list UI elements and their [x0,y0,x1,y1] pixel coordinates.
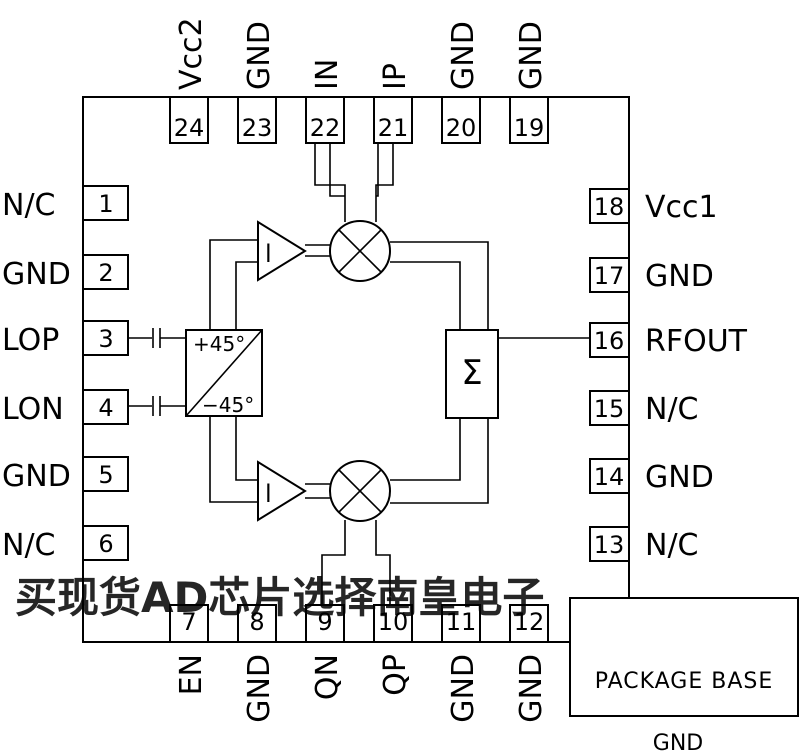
package-base-ground: GND [653,731,703,756]
pin-label: GND [242,21,277,90]
pin-number: 7 [181,608,196,636]
pin-18: 18 Vcc1 [589,188,718,225]
pin-19: 19 GND [509,21,549,144]
pin-label: QN [310,654,345,700]
pin-label: GND [514,654,549,723]
pin-number: 5 [98,461,113,489]
bottom-mixer [329,460,391,522]
pin-9: 9QN [305,604,345,700]
pin-4: 4 LON [2,389,129,427]
pin-label: GND [514,21,549,90]
package-base: PACKAGE BASE GND [569,597,799,756]
pin-number: 4 [98,394,113,422]
pin-number: 11 [446,608,477,636]
pin-label: GND [446,21,481,90]
top-amplifier: l [257,220,307,282]
pin-number: 3 [98,325,113,353]
phase-splitter: +45° −45° [185,329,263,417]
pin-label: IN [310,59,345,90]
pin-label: GND [242,654,277,723]
pin-number: 21 [378,114,409,142]
pin-number: 19 [514,114,545,142]
pin-label: GND [446,654,481,723]
pin-17: 17 GND [589,257,714,294]
pin-label: QP [378,654,413,696]
pin-number: 1 [98,190,113,218]
pin-number: 20 [446,114,477,142]
pin-23: 23 GND [237,21,277,144]
bottom-amplifier: l [257,460,307,522]
pin-13: 13 N/C [589,526,699,563]
pin-number: 24 [174,114,205,142]
pin-number: 2 [98,259,113,287]
svg-text:l: l [265,480,272,508]
pin-label: Vcc1 [645,190,718,225]
pin-2: 2 GND [2,254,129,292]
package-base-label: PACKAGE BASE [595,669,774,694]
pin-14: 14 GND [589,458,714,495]
pin-20: 20 GND [441,21,481,144]
pin-number: 16 [594,327,625,355]
pin-label: LOP [2,323,59,358]
pin-6: 6 N/C [2,525,129,563]
phase-plus-label: +45° [193,332,245,356]
watermark: 买现货AD芯片选择南皇电子 [15,573,544,622]
chip-outline [82,96,630,643]
svg-text:l: l [265,240,272,268]
pin-label: N/C [645,528,699,563]
pin-16: 16 RFOUT [589,322,748,359]
pin-label: GND [2,459,71,494]
pin-7: 7EN [169,604,209,695]
top-mixer [329,220,391,282]
pin-24: 24 Vcc2 [169,17,209,144]
pin-number: 14 [594,463,625,491]
pin-number: 15 [594,395,625,423]
internal-wiring [128,143,590,605]
pin-label: N/C [2,528,56,563]
pin-22: 22 IN [305,59,345,144]
pin-number: 9 [317,608,332,636]
pin-number: 18 [594,193,625,221]
pin-label: LON [2,392,64,427]
top-pins: 24 Vcc2 23 GND 22 IN 21 IP 20 GND 19 GND [169,17,549,144]
pin-number: 8 [249,608,264,636]
pin-number: 13 [594,531,625,559]
pin-label: EN [174,654,209,695]
pin-number: 10 [378,608,409,636]
pin-number: 23 [242,114,273,142]
pin-number: 6 [98,530,113,558]
pin-number: 17 [594,262,625,290]
summer-block: Σ [445,329,499,419]
phase-minus-label: −45° [202,393,254,417]
pin-15: 15 N/C [589,390,699,427]
pin-label: GND [645,259,714,294]
pin-number: 12 [514,608,545,636]
pin-label: GND [645,460,714,495]
summer-symbol: Σ [461,353,482,393]
pin-1: 1 N/C [2,185,129,223]
pin-label: N/C [2,188,56,223]
pin-label: N/C [645,392,699,427]
pin-label: Vcc2 [174,17,209,90]
pin-label: GND [2,257,71,292]
pin-21: 21 IP [373,63,413,144]
pin-label: IP [378,63,413,90]
pin-number: 22 [310,114,341,142]
pin-3: 3 LOP [2,320,129,358]
pin-label: RFOUT [645,324,748,359]
pin-5: 5 GND [2,456,129,494]
